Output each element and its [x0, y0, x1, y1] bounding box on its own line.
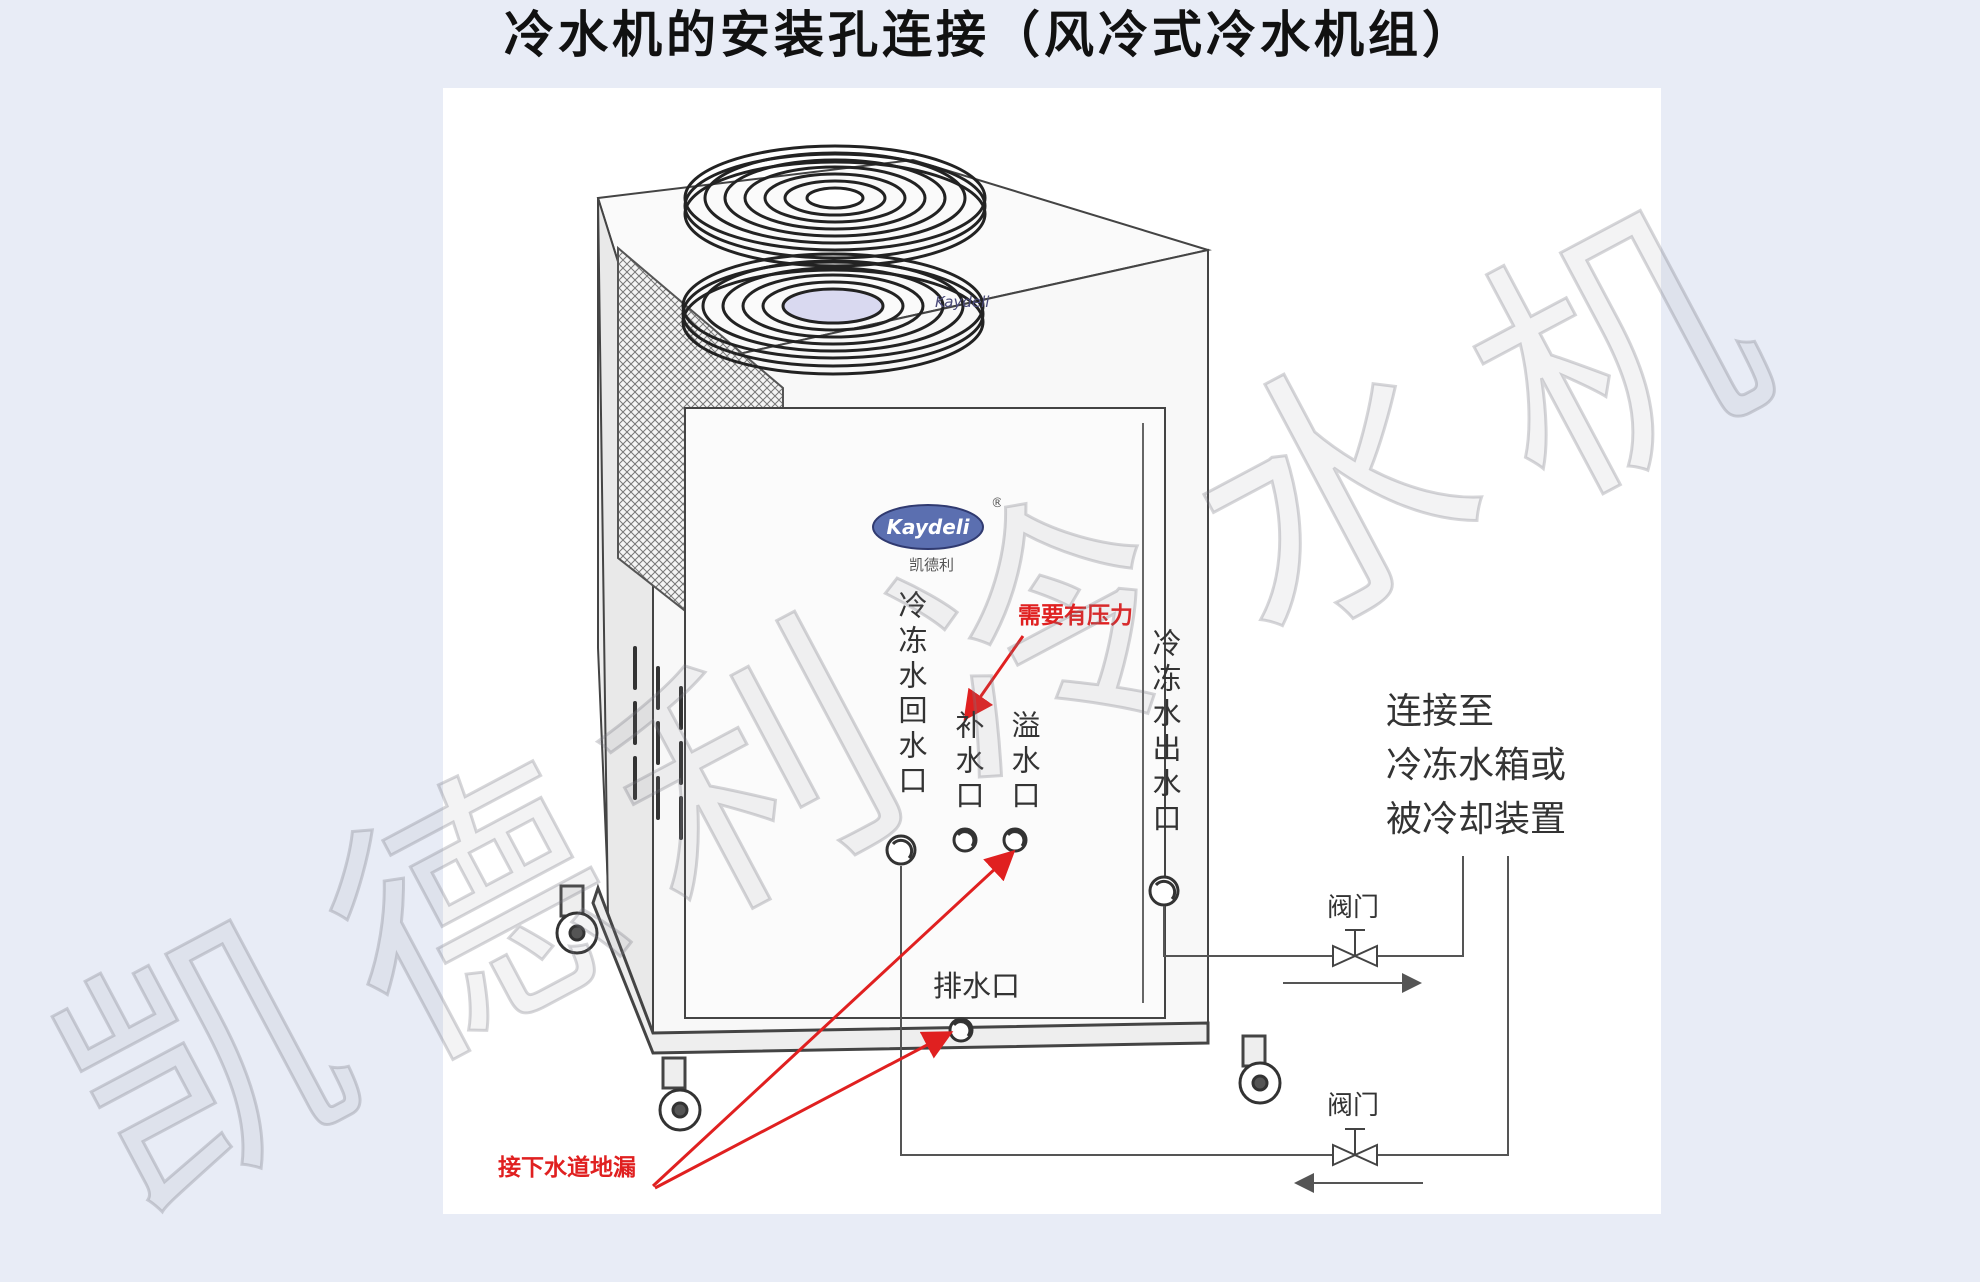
piping: [900, 856, 1509, 1193]
port-chilled-supply-hole: [1148, 875, 1180, 907]
connection-line-1: 连接至: [1386, 691, 1495, 732]
label-chilled-return: 冷冻水回水口: [894, 590, 928, 800]
drain-arrows: [651, 849, 1016, 1190]
label-chilled-supply: 冷冻水出水口: [1148, 628, 1182, 838]
port-makeup-hole: [952, 827, 978, 853]
connection-line-2: 冷冻水箱或: [1386, 745, 1567, 786]
casters: [555, 911, 1282, 1132]
brand-logo: Kaydeli ®: [872, 496, 1001, 550]
top-fan-front: [681, 252, 985, 376]
brand-name: 凯德利: [909, 556, 955, 574]
port-drain-hole: [948, 1017, 974, 1043]
valve-upper-label: 阀门: [1327, 893, 1380, 923]
note-floor-drain: 接下水道地漏: [498, 1155, 636, 1181]
connection-line-3: 被冷却装置: [1386, 799, 1567, 840]
valve-upper-symbol: [1332, 929, 1378, 968]
chiller-drawing: [555, 144, 1509, 1193]
fan-brand-text: Kaydeli: [935, 293, 990, 311]
port-chilled-return-hole: [885, 834, 917, 866]
registered-mark: ®: [991, 496, 1001, 511]
valve-lower-symbol: [1332, 1128, 1378, 1167]
valve-lower-label: 阀门: [1327, 1091, 1380, 1121]
note-pressure: 需要有压力: [1018, 603, 1133, 629]
fan-brand-logo: Kaydeli: [935, 293, 990, 311]
port-overflow-hole: [1002, 827, 1028, 853]
base-frame: [559, 883, 1267, 1090]
brand-logo-text: Kaydeli: [886, 515, 970, 539]
page-title: 冷水机的安装孔连接（风冷式冷水机组）: [504, 5, 1476, 64]
watermark-char-1: 凯: [12, 863, 401, 1271]
label-overflow: 溢水口: [1007, 710, 1041, 815]
label-makeup: 补水口: [951, 710, 985, 815]
top-fan-rear: [683, 144, 987, 268]
diagram-canvas: Kaydeli ® 凯德利 Kaydeli 冷冻水回水口 补水口 溢水口 冷冻水…: [443, 88, 1661, 1214]
label-drain: 排水口: [933, 969, 1021, 1003]
pressure-arrow: [963, 635, 1025, 721]
